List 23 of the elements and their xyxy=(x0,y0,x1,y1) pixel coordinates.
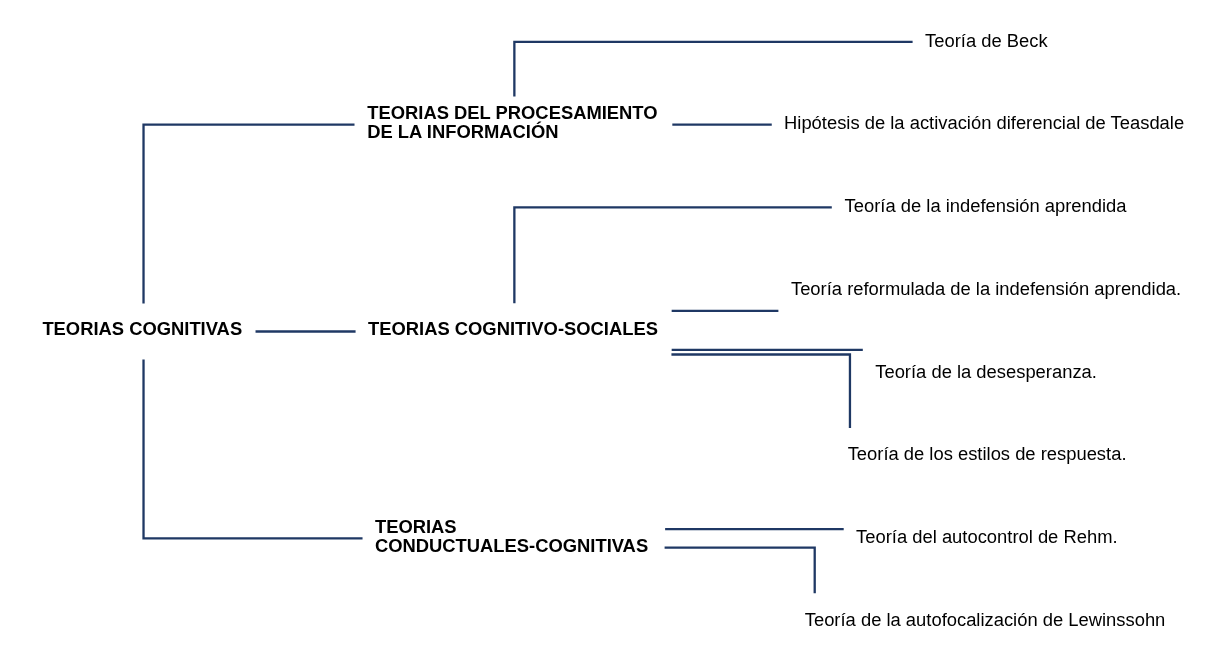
node-text: Teoría de la desesperanza. xyxy=(875,360,1097,382)
node-text: Hipótesis de la activación diferencial de Teasdale xyxy=(784,112,1185,134)
node-text: TEORIAS COGNITIVO-SOCIALES xyxy=(368,317,658,339)
node-text: Teoría del autocontrol de Rehm. xyxy=(856,526,1118,548)
node-text: Teoría de la autofocalización de Lewinssohn xyxy=(804,608,1166,630)
node-text: Teoría reformulada de la indefensión aprendida. xyxy=(790,277,1182,299)
connector xyxy=(142,359,363,540)
connector xyxy=(671,309,779,312)
connector xyxy=(671,353,852,428)
node-text: Teoría de la indefensión aprendida xyxy=(844,195,1127,217)
connector xyxy=(255,330,356,333)
node-text: TEORIAS DEL PROCESAMIENTO DE LA INFORMACIÓN xyxy=(367,102,658,142)
connector xyxy=(665,528,844,531)
connector xyxy=(672,123,772,126)
node-text: Teoría de los estilos de respuesta. xyxy=(847,443,1127,465)
connector xyxy=(513,206,832,304)
connector xyxy=(142,123,355,304)
node-text: TEORIAS COGNITIVAS xyxy=(42,317,243,339)
node-text: Teoría de Beck xyxy=(925,29,1048,51)
node-text: TEORIAS CONDUCTUALES-COGNITIVAS xyxy=(374,516,649,556)
connector xyxy=(664,546,816,594)
connector xyxy=(671,348,863,352)
connector xyxy=(513,40,913,97)
